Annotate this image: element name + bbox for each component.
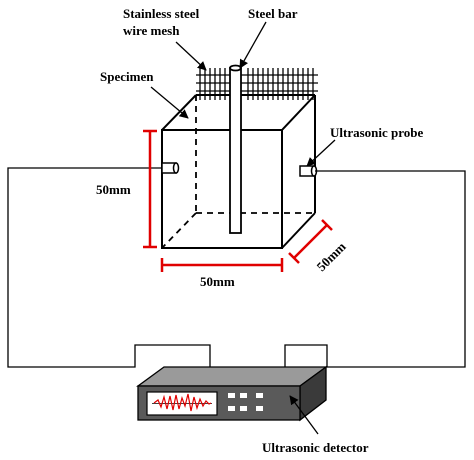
steel-bar	[229, 64, 242, 234]
detector-button	[228, 393, 235, 398]
probe-right	[299, 165, 318, 177]
height-dimension-label: 50mm	[96, 182, 131, 197]
steel-bar-label: Steel bar	[248, 6, 298, 21]
annotation-arrows	[150, 21, 336, 435]
mesh-label-line2: wire mesh	[123, 23, 180, 38]
detector-button	[256, 393, 263, 398]
probe-label: Ultrasonic probe	[330, 125, 424, 140]
dimension-width	[160, 258, 284, 272]
probe-left	[161, 162, 180, 174]
specimen-cube	[161, 94, 316, 249]
specimen-label: Specimen	[100, 69, 154, 84]
depth-dimension-label: 50mm	[314, 239, 349, 274]
width-dimension-label: 50mm	[200, 274, 235, 289]
detector-button	[228, 406, 235, 411]
mesh-label-line1: Stainless steel	[123, 6, 200, 21]
detector-button	[240, 393, 247, 398]
detector-button	[240, 406, 247, 411]
detector-label: Ultrasonic detector	[262, 440, 369, 455]
dimension-depth	[288, 219, 333, 264]
signal-waveform	[153, 393, 212, 412]
detector-button	[256, 406, 263, 411]
ultrasonic-detector-device	[136, 365, 328, 422]
dimension-height	[143, 129, 157, 249]
